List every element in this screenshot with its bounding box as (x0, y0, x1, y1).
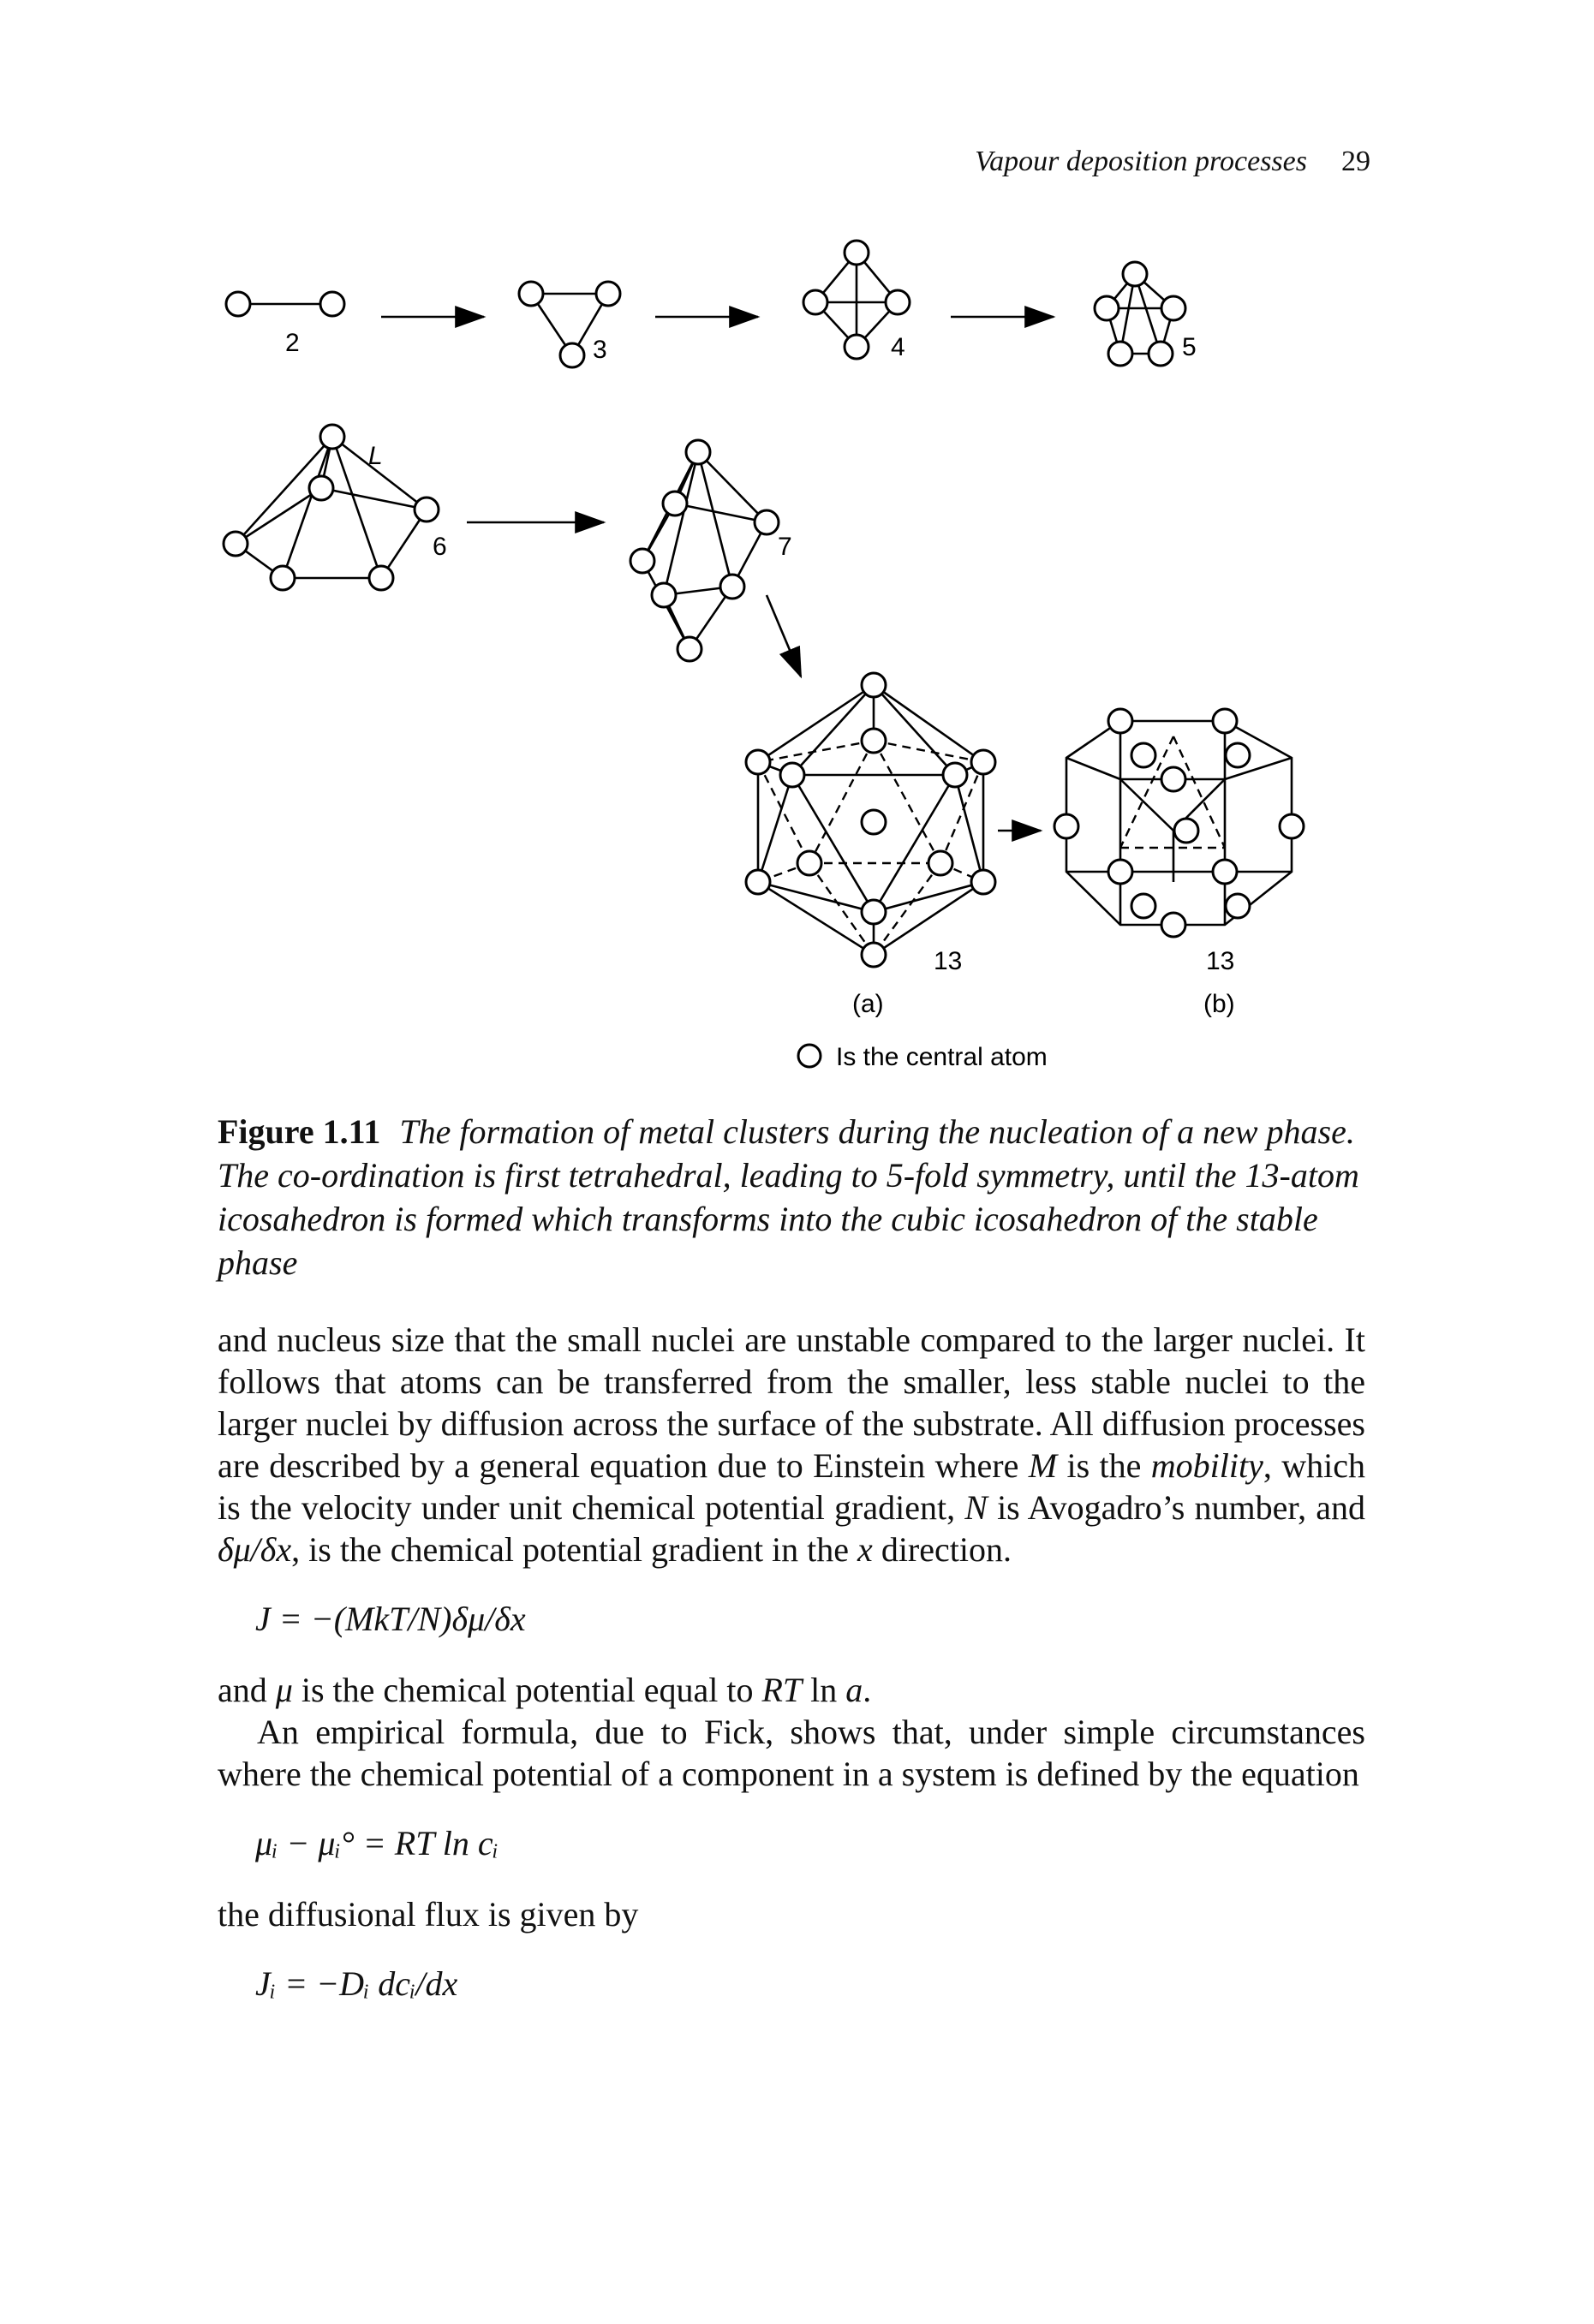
panel-label-a: (a) (852, 990, 884, 1018)
caption-text: The formation of metal clusters during t… (218, 1112, 1359, 1282)
p1-text-a: and nucleus size that the small nuclei a… (218, 1320, 1365, 1485)
icosahedron-13: 13 (a) (744, 671, 997, 1018)
p2-end: . (863, 1671, 872, 1709)
ligand-label: L (368, 442, 383, 470)
paragraph-3: An empirical formula, due to Fick, shows… (218, 1713, 1365, 1793)
body-text: and nucleus size that the small nuclei a… (218, 1319, 1365, 2034)
cluster-2: 2 (224, 290, 346, 357)
cluster-diagram: 2 3 4 (222, 239, 1305, 1071)
cluster-formation-figure: 2 3 4 (197, 231, 1396, 1079)
term-mobility: mobility (1150, 1446, 1263, 1485)
legend-text: Is the central atom (836, 1043, 1048, 1071)
cluster-label-6: 6 (433, 533, 447, 561)
p2-text-b: is the chemical potential equal to (292, 1671, 762, 1709)
figure-number: Figure 1.11 (218, 1112, 381, 1151)
cluster-label-13b: 13 (1206, 947, 1234, 975)
equation-chemical-potential: μᵢ − μᵢ° = RT ln cᵢ (255, 1824, 498, 1862)
cluster-label-5: 5 (1182, 333, 1197, 361)
cluster-label-13a: 13 (934, 947, 962, 975)
p1-text-c: , which is the velocity under unit chemi… (218, 1446, 1365, 1527)
paragraph-1: and nucleus size that the small nuclei a… (218, 1319, 1365, 1570)
running-header: Vapour deposition processes 29 (908, 146, 1370, 178)
equation-fick: Jᵢ = −Dᵢ dcᵢ/dx (255, 1964, 458, 2003)
running-title: Vapour deposition processes (975, 146, 1307, 177)
fn-ln: ln (802, 1671, 846, 1709)
page-number: 29 (1341, 146, 1370, 177)
central-atom-symbol (797, 1043, 822, 1069)
var-x: x (857, 1530, 873, 1569)
p1-text-b: is the (1057, 1446, 1151, 1485)
var-M: M (1028, 1446, 1058, 1485)
var-mu: μ (275, 1671, 293, 1709)
cluster-label-3: 3 (593, 336, 607, 364)
var-gradient: δμ/δx (218, 1530, 292, 1569)
cluster-6: L 6 (222, 423, 447, 592)
cluster-5: 5 (1093, 260, 1197, 367)
arrow-7-13 (765, 594, 803, 679)
paragraph-2: and μ is the chemical potential equal to… (218, 1669, 1365, 1711)
cuboctahedron-13: 13 (b) (1053, 707, 1305, 1018)
panel-label-b: (b) (1203, 990, 1235, 1018)
p1-text-d: is Avogadro’s number, and (987, 1488, 1365, 1527)
p1-text-f: direction. (872, 1530, 1012, 1569)
cluster-label-4: 4 (891, 333, 905, 361)
var-RT: RT (761, 1671, 803, 1709)
var-a: a (845, 1671, 863, 1709)
var-N: N (964, 1488, 988, 1527)
equation-einstein: J = −(MkT/N)δμ/δx (255, 1600, 526, 1638)
figure-legend: Is the central atom (797, 1043, 1048, 1071)
p1-text-e: , is the chemical potential gradient in … (291, 1530, 858, 1569)
cluster-4: 4 (802, 239, 911, 361)
cluster-7: 7 (629, 438, 792, 663)
paragraph-4: the diffusional flux is given by (218, 1895, 639, 1934)
cluster-label-2: 2 (285, 329, 300, 357)
p2-text-a: and (218, 1671, 276, 1709)
cluster-3: 3 (517, 280, 622, 369)
cluster-label-7: 7 (778, 533, 792, 561)
